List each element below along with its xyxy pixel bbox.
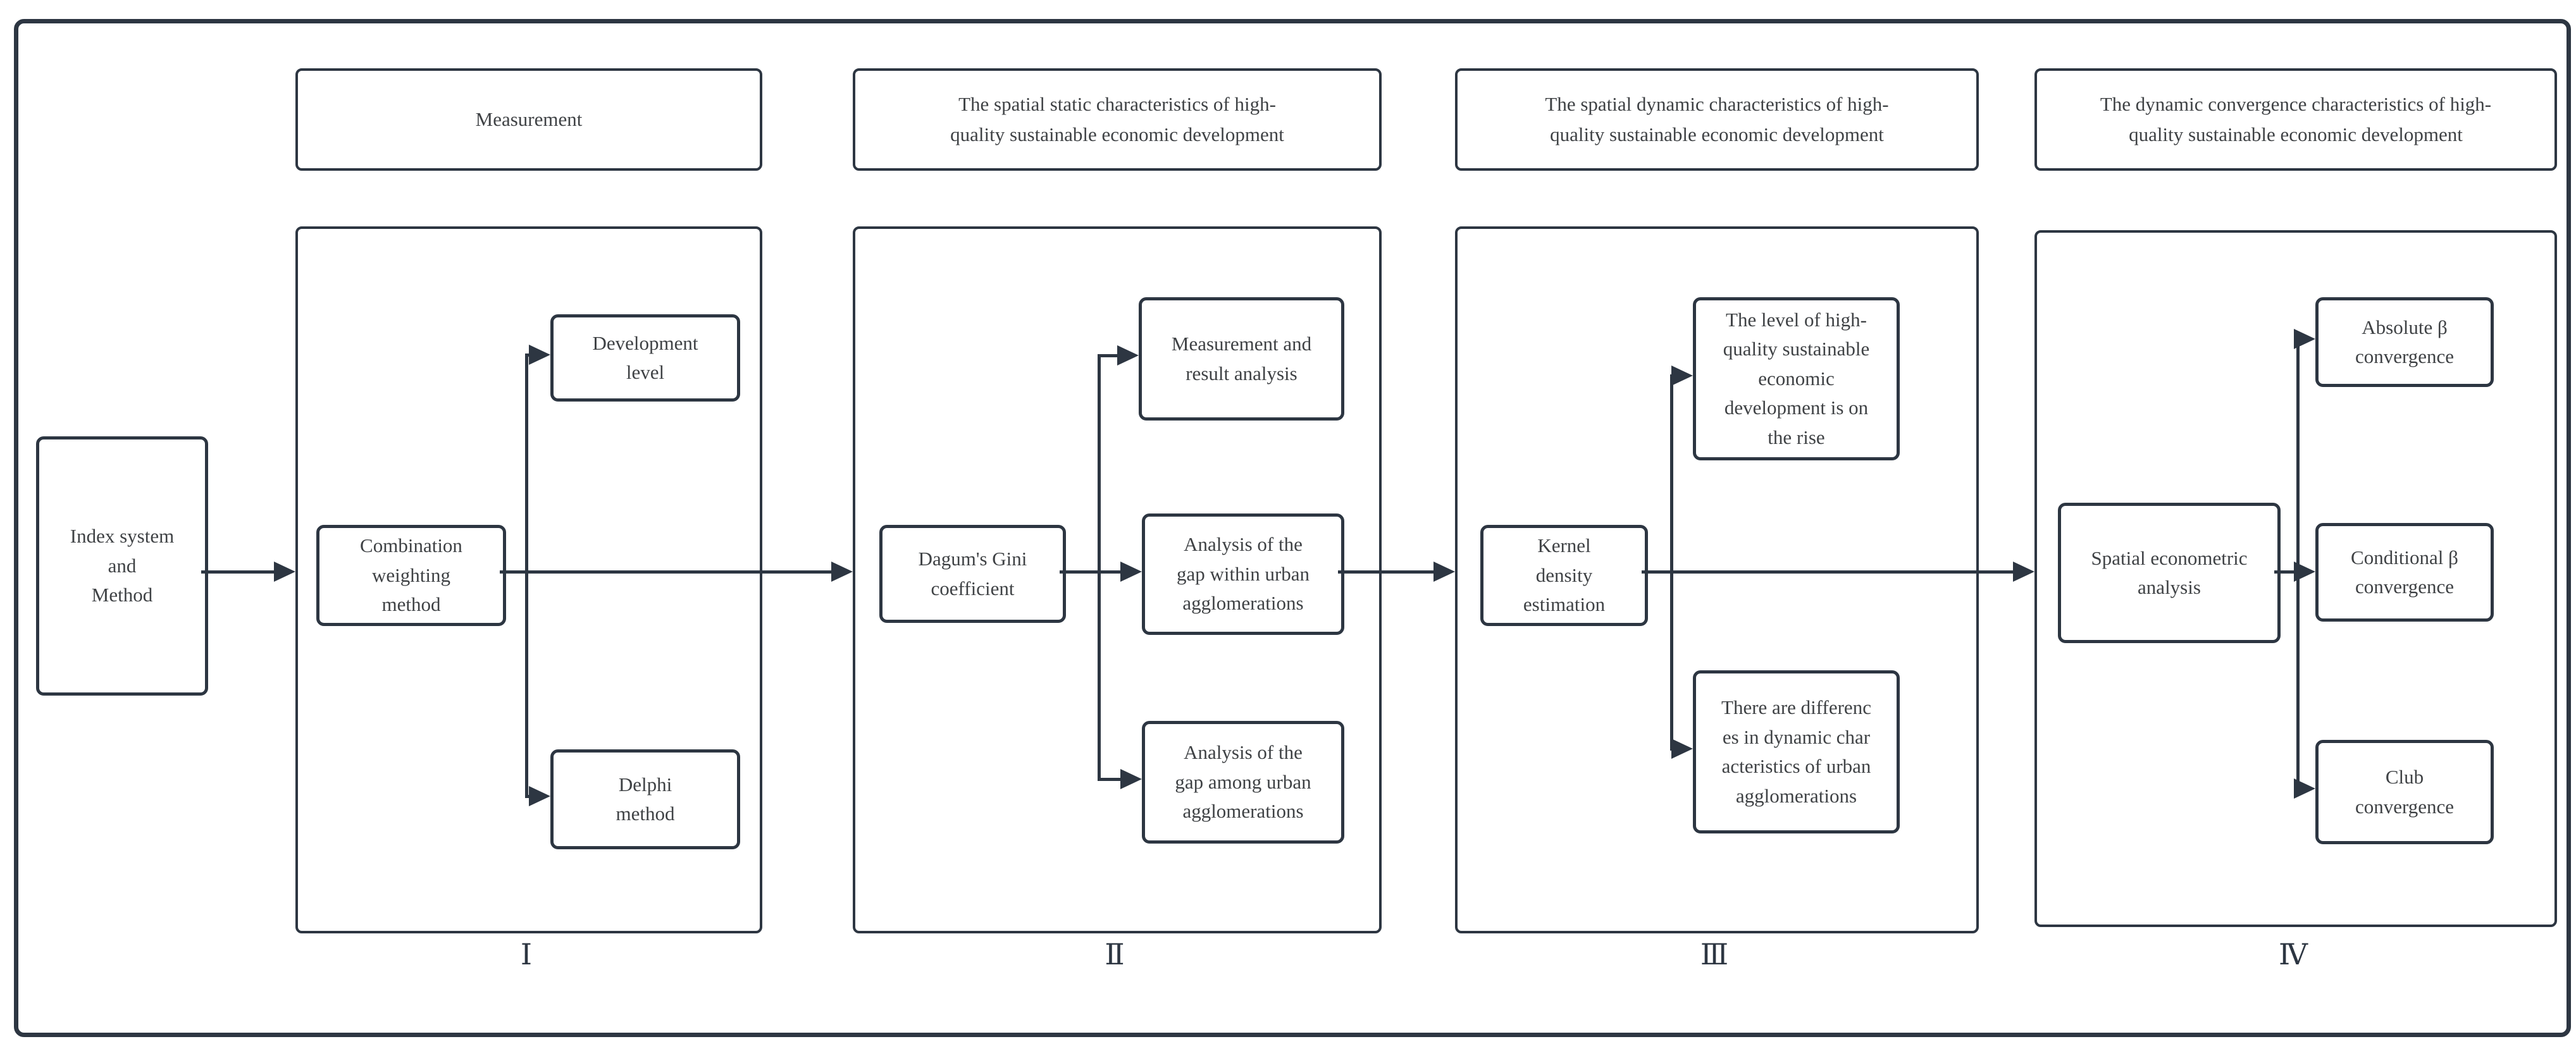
- arrowhead-into-section-i: [274, 562, 295, 582]
- arrowhead-into-gap-among: [1120, 769, 1142, 789]
- trunk-section-iii: [1670, 374, 1673, 750]
- arrowhead-into-dynamic-differences: [1671, 739, 1693, 759]
- box-development-on-the-rise: The level of high- quality sustainable e…: [1693, 297, 1900, 460]
- arrowhead-into-club-convergence: [2294, 778, 2315, 799]
- stub-delphi-method: [525, 795, 531, 798]
- stub-measurement-result: [1098, 354, 1118, 357]
- box-spatial-econometric-analysis: Spatial econometric analysis: [2058, 503, 2281, 643]
- arrowhead-into-delphi-method: [529, 786, 550, 806]
- arrowhead-into-section-iii: [1434, 562, 1455, 582]
- numeral-i: Ⅰ: [520, 938, 533, 971]
- arrowhead-into-development-rise: [1671, 366, 1693, 386]
- arrowhead-into-absolute-convergence: [2294, 329, 2315, 349]
- numeral-ii: Ⅱ: [1105, 938, 1125, 971]
- trunk-section-ii: [1098, 354, 1101, 780]
- arrowhead-into-measurement-result: [1117, 345, 1139, 366]
- connector-section-i-to-ii: [500, 570, 833, 574]
- stub-development-level: [525, 353, 531, 357]
- header-spatial-static: The spatial static characteristics of hi…: [853, 68, 1382, 171]
- trunk-section-iv: [2296, 338, 2300, 790]
- trunk-section-i: [525, 353, 528, 798]
- header-dynamic-convergence: The dynamic convergence characteristics …: [2034, 68, 2557, 171]
- box-development-level: Development level: [550, 314, 740, 402]
- box-combination-weighting-method: Combination weighting method: [316, 525, 506, 626]
- box-club-convergence: Club convergence: [2315, 740, 2494, 844]
- connector-section-iii-to-iv: [1642, 570, 2014, 574]
- box-kernel-density-estimation: Kernel density estimation: [1480, 525, 1648, 626]
- stub-gap-among: [1098, 778, 1122, 781]
- box-gap-within-agglomerations: Analysis of the gap within urban agglome…: [1142, 513, 1344, 635]
- box-conditional-beta-convergence: Conditional β convergence: [2315, 523, 2494, 622]
- connector-spatial-to-conditional: [2274, 570, 2295, 574]
- numeral-iii: Ⅲ: [1700, 938, 1729, 971]
- arrowhead-into-within-box: [1120, 562, 1142, 582]
- arrowhead-into-development-level: [529, 345, 550, 365]
- box-index-system-and-method: Index system and Method: [36, 436, 208, 696]
- arrowhead-into-section-ii: [831, 562, 853, 582]
- box-delphi-method: Delphi method: [550, 749, 740, 849]
- numeral-iv: Ⅳ: [2279, 938, 2308, 971]
- header-spatial-dynamic: The spatial dynamic characteristics of h…: [1455, 68, 1979, 171]
- header-measurement: Measurement: [295, 68, 762, 171]
- box-measurement-result-analysis: Measurement and result analysis: [1139, 297, 1344, 421]
- box-dynamic-differences: There are differenc es in dynamic char a…: [1693, 670, 1900, 833]
- box-absolute-beta-convergence: Absolute β convergence: [2315, 297, 2494, 387]
- arrowhead-into-section-iv: [2013, 562, 2034, 582]
- connector-dagum-to-within-box: [1060, 570, 1122, 574]
- connector-root-to-section-i: [201, 570, 276, 574]
- connector-section-ii-to-iii: [1338, 570, 1435, 574]
- box-dagums-gini-coefficient: Dagum's Gini coefficient: [879, 525, 1066, 623]
- box-gap-among-agglomerations: Analysis of the gap among urban agglomer…: [1142, 721, 1344, 844]
